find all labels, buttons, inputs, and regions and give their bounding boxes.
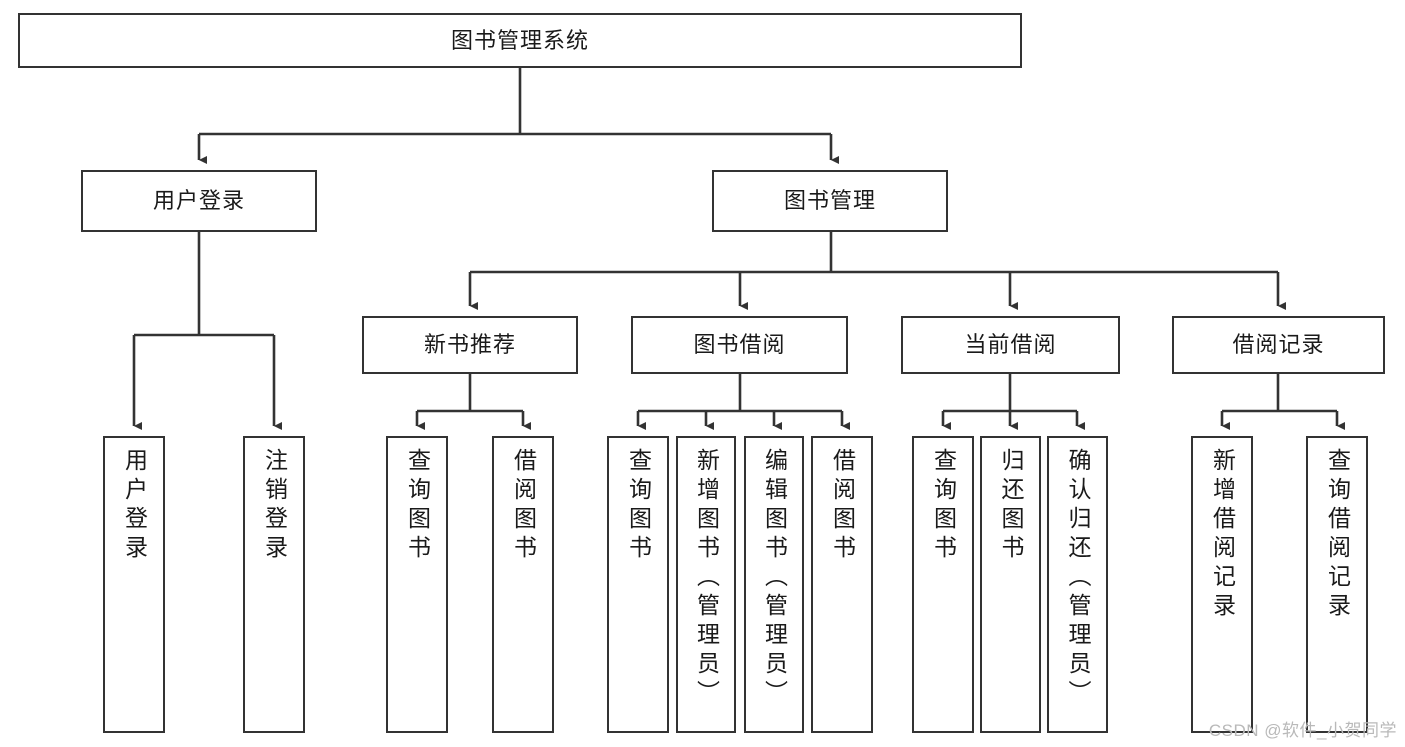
node-leaf-query-book-1-label: 查询图书: [404, 448, 431, 564]
node-current-borrow-label: 当前借阅: [964, 332, 1057, 358]
node-leaf-edit-book[interactable]: 编辑图书（管理员）: [744, 436, 804, 733]
node-leaf-add-record[interactable]: 新增借阅记录: [1191, 436, 1253, 733]
node-book-manage[interactable]: 图书管理: [712, 170, 948, 232]
node-leaf-borrow-book-2-label: 借阅图书: [829, 448, 856, 564]
node-book-manage-label: 图书管理: [783, 188, 876, 214]
node-leaf-query-book-2[interactable]: 查询图书: [607, 436, 669, 733]
node-current-borrow[interactable]: 当前借阅: [901, 316, 1120, 374]
node-leaf-query-record[interactable]: 查询借阅记录: [1306, 436, 1368, 733]
node-leaf-confirm-return-label: 确认归还（管理员）: [1065, 448, 1091, 709]
node-leaf-query-book-3-label: 查询图书: [930, 448, 957, 564]
node-leaf-borrow-book-2[interactable]: 借阅图书: [811, 436, 873, 733]
watermark: CSDN @软件_小贺同学: [1208, 721, 1397, 740]
node-leaf-add-record-label: 新增借阅记录: [1209, 448, 1236, 622]
node-borrow-record[interactable]: 借阅记录: [1172, 316, 1385, 374]
node-root[interactable]: 图书管理系统: [18, 13, 1022, 68]
node-book-borrow[interactable]: 图书借阅: [631, 316, 848, 374]
node-book-borrow-label: 图书借阅: [693, 332, 786, 358]
node-new-book-recommend[interactable]: 新书推荐: [362, 316, 578, 374]
node-leaf-return-book-label: 归还图书: [998, 448, 1024, 564]
node-user-login-label: 用户登录: [152, 188, 245, 214]
node-leaf-query-book-2-label: 查询图书: [625, 448, 652, 564]
node-leaf-user-logout-label: 注销登录: [261, 448, 288, 564]
node-new-book-recommend-label: 新书推荐: [423, 332, 516, 358]
node-leaf-edit-book-label: 编辑图书（管理员）: [761, 448, 788, 709]
node-leaf-query-book-3[interactable]: 查询图书: [912, 436, 974, 733]
node-leaf-borrow-book-1-label: 借阅图书: [510, 448, 537, 564]
node-user-login[interactable]: 用户登录: [81, 170, 317, 232]
node-leaf-query-record-label: 查询借阅记录: [1324, 448, 1351, 622]
node-leaf-user-login-label: 用户登录: [121, 448, 148, 564]
node-leaf-return-book[interactable]: 归还图书: [980, 436, 1041, 733]
node-leaf-user-login[interactable]: 用户登录: [103, 436, 165, 733]
node-leaf-confirm-return[interactable]: 确认归还（管理员）: [1047, 436, 1108, 733]
node-borrow-record-label: 借阅记录: [1232, 332, 1325, 358]
node-leaf-query-book-1[interactable]: 查询图书: [386, 436, 448, 733]
node-leaf-add-book-label: 新增图书（管理员）: [693, 448, 720, 709]
node-root-label: 图书管理系统: [450, 27, 589, 53]
node-leaf-borrow-book-1[interactable]: 借阅图书: [492, 436, 554, 733]
node-leaf-user-logout[interactable]: 注销登录: [243, 436, 305, 733]
node-leaf-add-book[interactable]: 新增图书（管理员）: [676, 436, 736, 733]
